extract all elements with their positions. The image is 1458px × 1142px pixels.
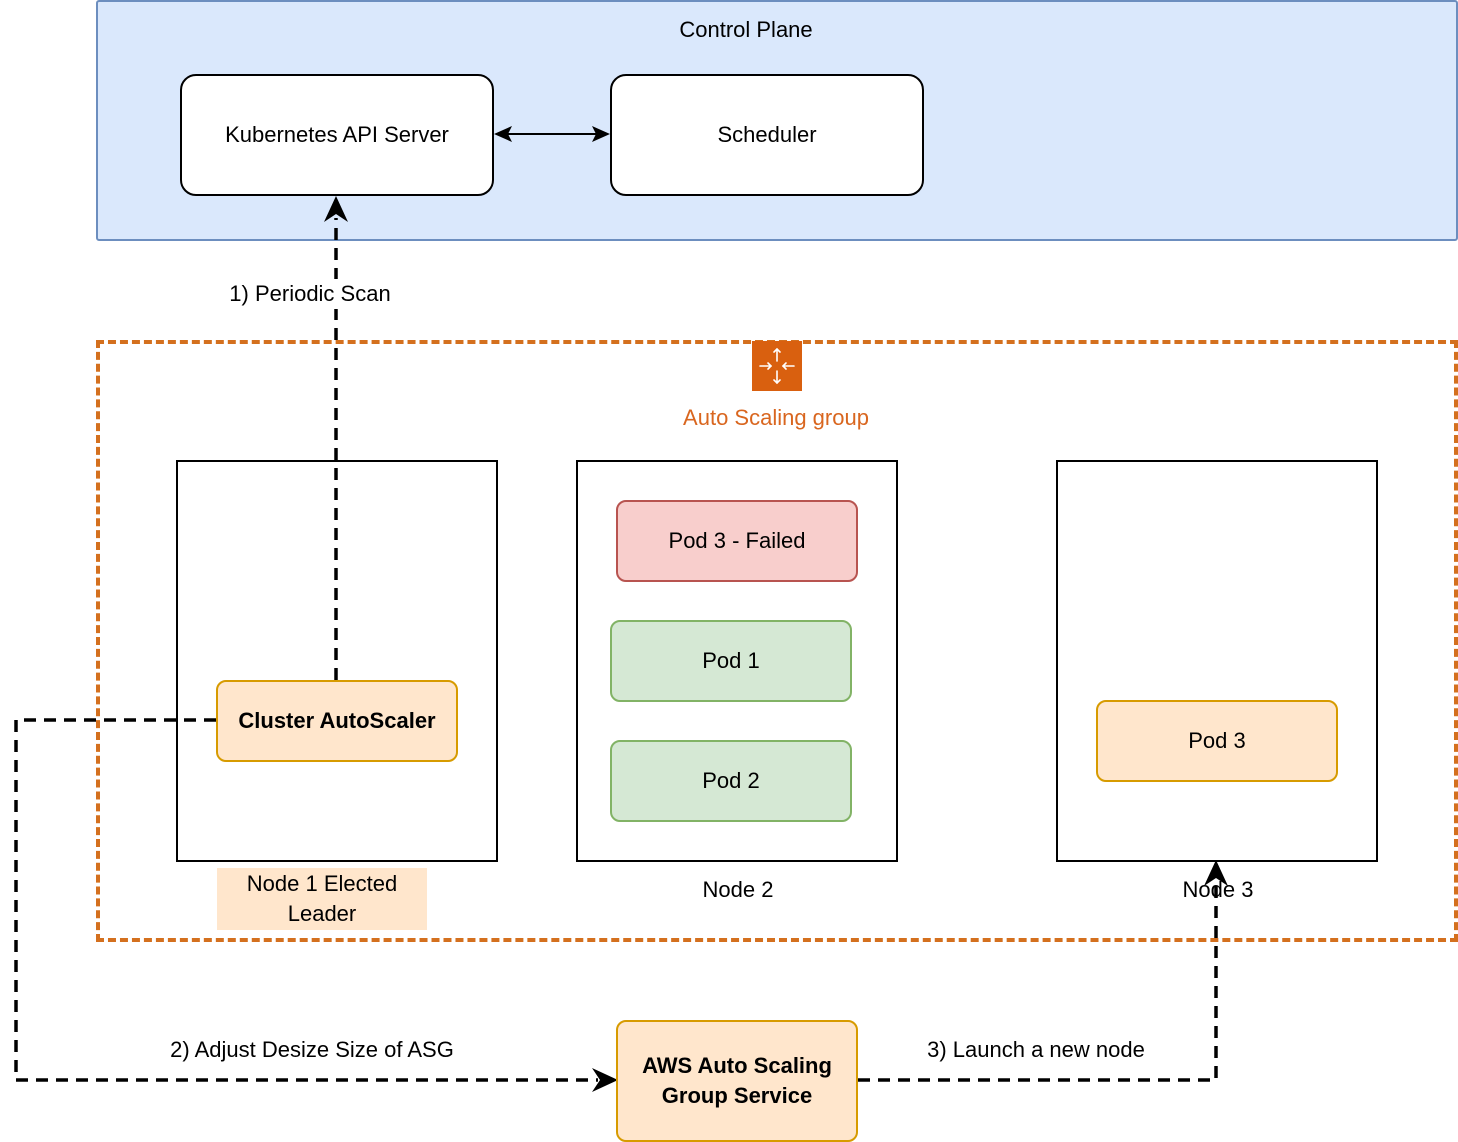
cluster-autoscaler-label: Cluster AutoScaler [238,708,436,733]
arrowhead-scheduler-side [592,126,610,142]
aws-auto-scaling-group-service-label: AWS Auto Scaling Group Service [642,1053,832,1108]
arrowhead-adjust-asg [592,1068,618,1092]
scheduler-box[interactable]: Scheduler [610,74,924,196]
node-1-label: Node 1 Elected Leader [217,868,427,930]
pod-3[interactable]: Pod 3 [1096,700,1338,782]
aws-auto-scaling-group-service[interactable]: AWS Auto Scaling Group Service [616,1020,858,1142]
node-1-box[interactable] [176,460,498,862]
edge-launch-node [858,882,1218,1082]
arrowhead-periodic-scan [324,196,348,222]
pod-3-failed[interactable]: Pod 3 - Failed [616,500,858,582]
kubernetes-api-server-label: Kubernetes API Server [225,122,449,147]
auto-scaling-group-label: Auto Scaling group [683,405,869,430]
periodic-scan-label: 1) Periodic Scan [210,278,410,310]
node-3-box[interactable] [1056,460,1378,862]
periodic-scan-text: 1) Periodic Scan [228,279,392,309]
auto-scaling-group-icon [752,341,802,391]
arrowhead-api-side [494,126,512,142]
pod-1[interactable]: Pod 1 [610,620,852,702]
edge-adjust-asg [14,718,598,1082]
node-2-label: Node 2 [702,877,774,902]
adjust-asg-text: 2) Adjust Desize Size of ASG [169,1035,455,1065]
kubernetes-api-server-box[interactable]: Kubernetes API Server [180,74,494,196]
node-3-label: Node 3 [1182,877,1254,902]
pod-2-label: Pod 2 [702,768,760,793]
cluster-autoscaler-pod[interactable]: Cluster AutoScaler [216,680,458,762]
adjust-asg-label: 2) Adjust Desize Size of ASG [150,1034,474,1066]
control-plane-label: Control Plane [679,17,813,42]
pod-3-label: Pod 3 [1188,728,1246,753]
scheduler-label: Scheduler [717,122,817,147]
pod-1-label: Pod 1 [702,648,760,673]
pod-2[interactable]: Pod 2 [610,740,852,822]
launch-node-text: 3) Launch a new node [926,1035,1146,1065]
pod-3-failed-label: Pod 3 - Failed [668,528,806,553]
launch-node-label: 3) Launch a new node [906,1034,1166,1066]
arrowhead-launch-node [1204,860,1228,886]
